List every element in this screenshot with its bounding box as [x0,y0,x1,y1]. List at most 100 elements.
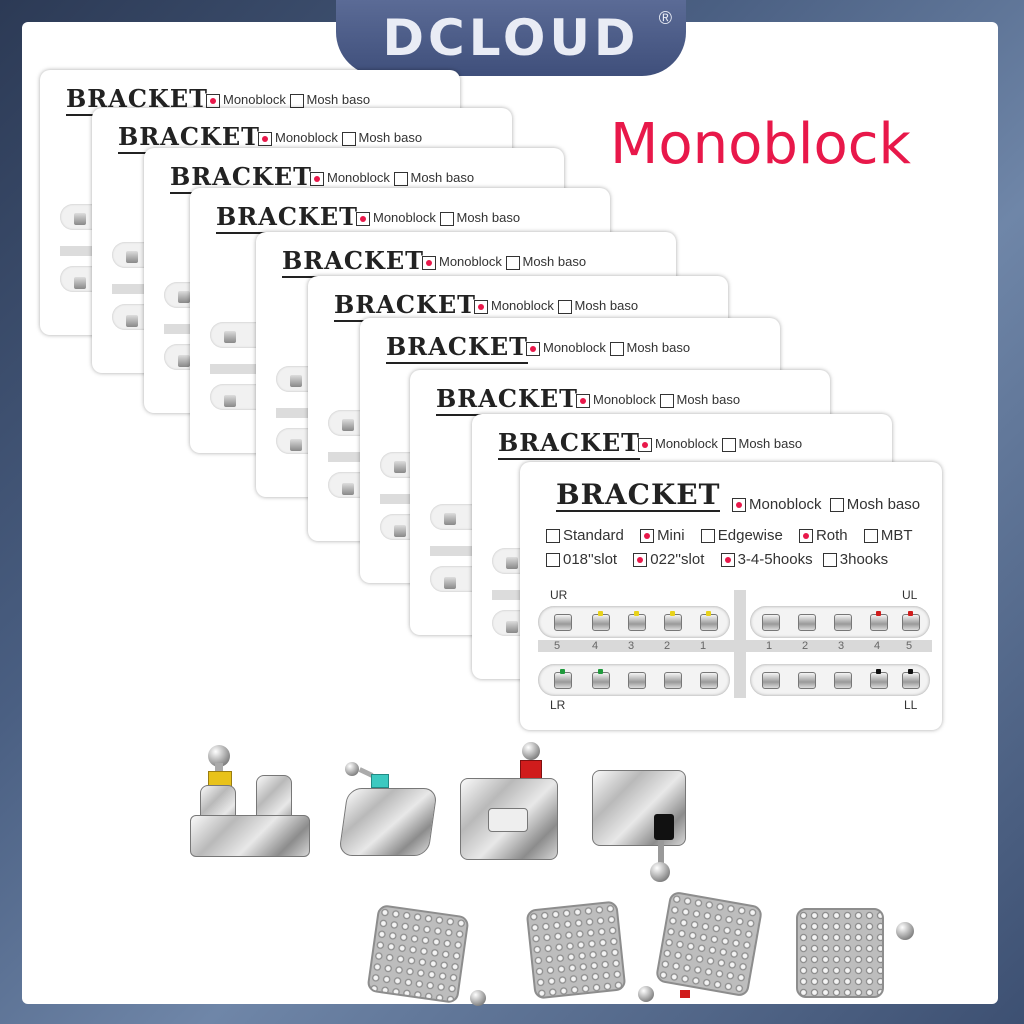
stacked-card-type: Monoblock Mosh baso [422,254,586,270]
stacked-monoblock-checkbox [526,341,540,356]
mini-bracket [74,213,86,225]
tooth-number: 1 [766,640,773,652]
stacked-mosh-checkbox [439,211,454,226]
stacked-type-monoblock: Monoblock [275,130,338,145]
tray-bracket [592,611,610,631]
tray-bracket [554,614,572,631]
stacked-mosh-checkbox [609,341,624,356]
tray-bracket [664,611,682,631]
bracket-tie [560,669,565,674]
black-tie [654,814,674,840]
tray-bracket [902,669,920,689]
tray-bracket [870,611,888,631]
headline: Monoblock [610,112,911,177]
mesh-base-photo-3 [654,890,764,998]
bracket-tie [908,669,913,674]
mini-bracket [444,577,456,589]
tooth-number: 5 [906,640,913,652]
stacked-type-mosh: Mosh baso [626,340,691,355]
mini-bracket [342,419,354,431]
opt-roth: Roth [815,527,848,544]
tooth-number: 2 [802,640,809,652]
tooth-number: 3 [628,640,635,652]
quadrant-ll: LL [904,698,918,712]
monoblock-checkbox [732,498,746,513]
stacked-monoblock-checkbox [474,299,488,314]
mini-checkbox [640,529,655,544]
stacked-type-monoblock: Monoblock [593,392,656,407]
quadrant-lr: LR [550,698,566,712]
edgewise-checkbox [700,529,715,544]
mosh-baso-checkbox [829,498,844,513]
mbt-checkbox [863,529,878,544]
opt-022-slot: 022''slot [650,551,705,568]
tray-bracket [870,669,888,689]
mini-bracket [224,331,236,343]
teal-tie [371,774,389,788]
hook-ball-3 [638,986,654,1002]
mini-bracket [178,291,190,303]
mesh-base-photo-1 [366,904,470,1004]
mini-bracket [126,315,138,327]
stacked-card-title: BRACKET [282,246,424,278]
opt-018-slot: 018''slot [563,551,618,568]
type-label-mosh-baso: Mosh baso [846,496,921,513]
stacked-monoblock-checkbox [258,131,272,146]
stacked-type-monoblock: Monoblock [543,340,606,355]
bracket-tie [876,611,881,616]
roth-checkbox [798,529,813,544]
stacked-card-type: Monoblock Mosh baso [356,210,520,226]
tray-bracket [762,672,780,689]
stacked-card-title: BRACKET [386,332,528,364]
stacked-mosh-checkbox [557,299,572,314]
brand-logo: DCLOUD ® [336,0,686,76]
registered-mark: ® [658,8,672,28]
mini-bracket [506,621,518,633]
tray-bracket [798,672,816,689]
tray-bracket [902,611,920,631]
bracket-photo-black-hook [592,770,692,885]
spec-row-1: Standard Mini Edgewise Roth MBT [546,524,913,548]
opt-mini: Mini [657,527,685,544]
stacked-card-title: BRACKET [498,428,640,460]
mini-bracket [444,513,456,525]
tooth-number: 1 [700,640,707,652]
bracket-tie [598,669,603,674]
tray-bracket [834,614,852,631]
tray-bracket [834,672,852,689]
stacked-type-mosh: Mosh baso [676,392,741,407]
tray-bracket [554,669,572,689]
tooth-number: 4 [874,640,881,652]
type-options: Monoblock Mosh baso [732,496,920,513]
bracket-tie [876,669,881,674]
mini-bracket [342,483,354,495]
red-dot [680,990,690,998]
mini-bracket [290,375,302,387]
stacked-mosh-checkbox [341,131,356,146]
tray-bracket [628,672,646,689]
mini-bracket [394,461,406,473]
stacked-monoblock-checkbox [422,255,436,270]
bracket-tie [598,611,603,616]
mesh-base-photo-4 [796,908,884,998]
opt-edgewise: Edgewise [717,527,783,544]
stacked-card-title: BRACKET [436,384,578,416]
tooth-number: 4 [592,640,599,652]
tray-bracket [700,672,718,689]
tray-divider-vertical [734,590,746,698]
opt-standard: Standard [563,527,624,544]
bracket-photo-yellow-hook [190,745,310,865]
quadrant-ul: UL [902,588,918,602]
tray-bracket [664,672,682,689]
stacked-type-mosh: Mosh baso [738,436,803,451]
opt-mbt: MBT [880,527,913,544]
tooth-number: 3 [838,640,845,652]
stacked-card-type: Monoblock Mosh baso [258,130,422,146]
stacked-type-mosh: Mosh baso [574,298,639,313]
stacked-card-type: Monoblock Mosh baso [474,298,638,314]
hook-ball-4 [896,922,914,940]
spec-row-2: 018''slot 022''slot 3-4-5hooks 3hooks [546,548,913,572]
tray-bracket [798,614,816,631]
stacked-card-type: Monoblock Mosh baso [576,392,740,408]
